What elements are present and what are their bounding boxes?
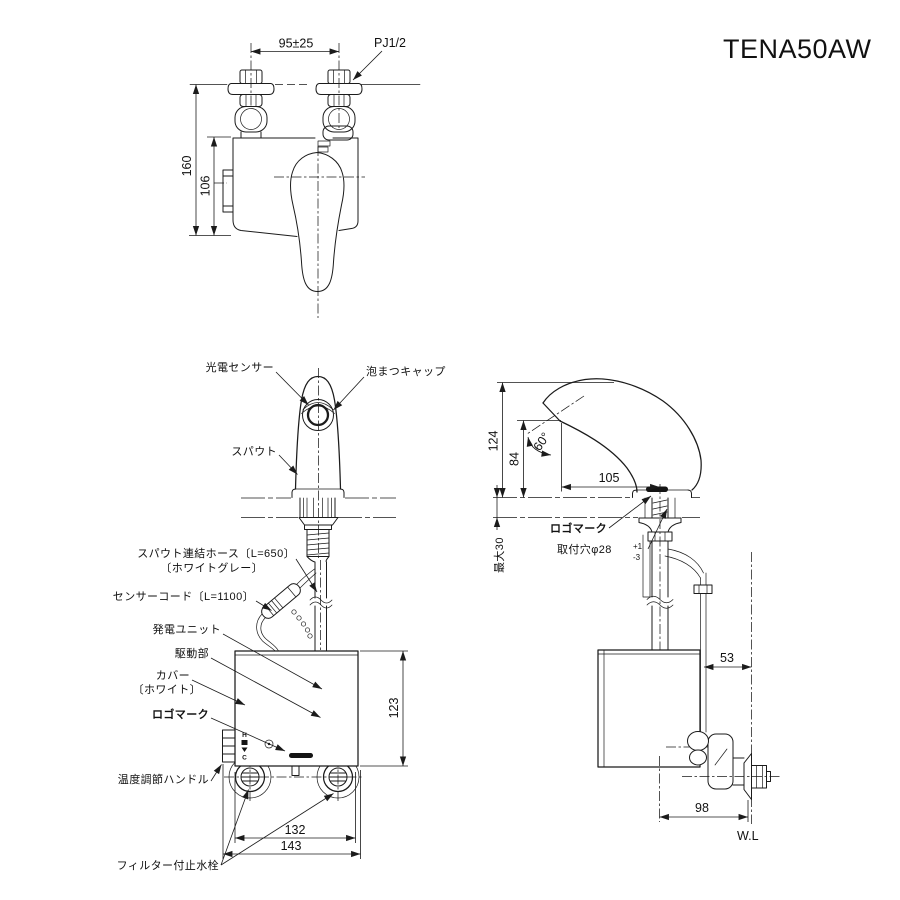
sensor-cord-side [664, 548, 704, 579]
label-spout: スパウト [231, 445, 277, 458]
label-drive-unit: 駆動部 [175, 646, 209, 660]
wall-stop-valve [666, 731, 781, 800]
spout-front [291, 375, 345, 498]
dim-spout-height: 84 [508, 452, 522, 466]
label-thread-size: PJ1/2 [374, 36, 406, 50]
shank-side [638, 497, 704, 651]
front-labels: 光電センサー 泡まつキャップ スパウト スパウト連結ホース〔L=650〕 〔ホワ… [113, 360, 446, 872]
model-number: TENA50AW [723, 34, 872, 64]
sensor-indicator [264, 739, 274, 749]
left-supply-connection [227, 69, 275, 139]
dim-max-thickness: 最大30 [492, 537, 506, 573]
front-view-drawing: H C 123 132 143 光電センサー 泡まつキャップ [113, 360, 446, 872]
dim-total-height: 160 [180, 156, 194, 177]
cover-box-side [597, 649, 701, 768]
logo-mark-front [289, 753, 313, 758]
dim-overall-width: 143 [281, 839, 302, 853]
label-spout-hose: スパウト連結ホース〔L=650〕 [137, 546, 295, 560]
photo-sensor-window [306, 403, 330, 427]
temp-adjust-handle [222, 729, 236, 763]
dim-spout-reach: 105 [599, 471, 620, 485]
label-wall-line: W.L [737, 829, 759, 843]
hose-break-symbol [309, 596, 333, 609]
dim-faucet-height: 124 [487, 431, 501, 452]
cover-bottom-tab [291, 765, 300, 776]
body-centerlines [214, 146, 365, 318]
lever-handle [290, 152, 345, 292]
side-labels: ロゴマーク 取付穴φ28 +1 -3 W.L [550, 495, 759, 843]
label-logo-mark-front: ロゴマーク [152, 707, 209, 721]
dim-valve-pitch: 132 [285, 823, 306, 837]
label-hole-tol-plus: +1 [633, 542, 643, 551]
right-supply-connection [315, 69, 363, 141]
cover-box: H C [234, 650, 359, 776]
label-generator-unit: 発電ユニット [153, 622, 221, 636]
body-side-tab [222, 169, 234, 213]
temp-scale-mark [241, 740, 248, 745]
valve-body [222, 137, 359, 237]
label-foam-cap: 泡まつキャップ [366, 364, 446, 378]
counter-lines-side [493, 497, 700, 518]
thread-leader [352, 50, 383, 81]
label-hole-tol-minus: -3 [633, 553, 641, 562]
label-mounting-hole: 取付穴φ28 [557, 542, 612, 556]
dim-wall-offset: 53 [720, 651, 734, 665]
faucet-side [542, 378, 702, 498]
sensor-cord-plug [256, 568, 317, 652]
temp-scale-arrow [241, 747, 248, 752]
plug-chain [291, 609, 313, 639]
dim-cover-height: 123 [387, 698, 401, 719]
marking-cold: C [242, 755, 247, 762]
dim-supply-pitch: 95±25 [279, 37, 314, 51]
label-sensor-cord: センサーコード〔L=1100〕 [113, 590, 254, 603]
label-logo-mark-side: ロゴマーク [550, 521, 607, 535]
label-hose-color: 〔ホワイトグレー〕 [160, 561, 263, 575]
marking-hot: H [242, 732, 247, 739]
label-temp-handle: 温度調節ハンドル [118, 772, 209, 786]
supply-centerlines [250, 43, 340, 130]
cord-guide [642, 534, 651, 598]
label-cover: カバー [156, 669, 190, 682]
front-dimensions: 123 132 143 [222, 650, 408, 859]
dim-body-height: 106 [199, 176, 213, 197]
label-cover-color: 〔ホワイト〕 [133, 683, 201, 696]
top-view-drawing: 95±25 PJ1/2 160 106 [180, 36, 421, 318]
side-view-drawing: 124 84 60° 105 最大30 53 98 ロゴマーク 取付穴φ28 [487, 378, 781, 843]
foam-cap-ring [302, 399, 334, 431]
label-photo-sensor: 光電センサー [206, 360, 274, 374]
label-filter-valve: フィルター付止水栓 [117, 858, 219, 872]
dim-depth: 98 [695, 801, 709, 815]
dim-spout-angle: 60° [531, 430, 553, 454]
shank-front [298, 497, 339, 652]
